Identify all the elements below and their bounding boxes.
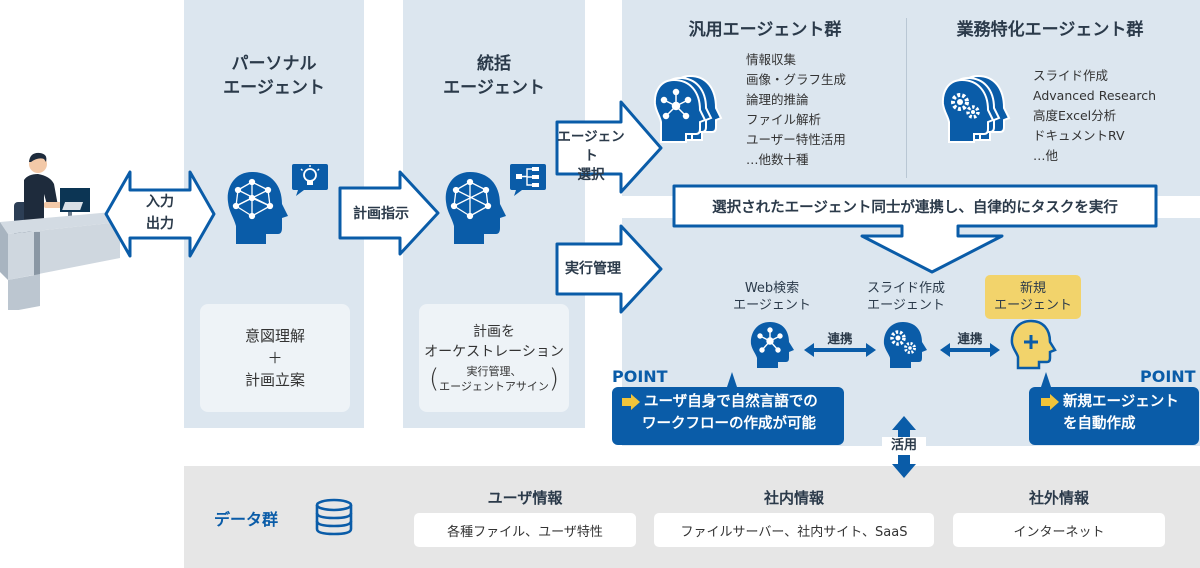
new-agent-line1: 新規 — [1019, 281, 1046, 296]
hierarchy-icon — [510, 164, 546, 196]
arrow-right-icon — [622, 394, 640, 410]
web-agent-line1: Web検索 — [744, 281, 800, 296]
general-item: 情報収集 — [746, 52, 797, 67]
personal-card-line2: ＋ — [267, 349, 283, 367]
gear-head-icon — [883, 322, 927, 368]
general-item: ファイル解析 — [746, 112, 822, 127]
brain-network-icon — [445, 172, 506, 244]
slide-agent-line2: エージェント — [867, 298, 945, 313]
personal-title-line2: エージェント — [223, 78, 325, 98]
brain-stack-icon — [653, 74, 723, 143]
web-agent-line2: エージェント — [733, 298, 811, 313]
use-label: 活用 — [882, 437, 926, 455]
personal-agent-title: パーソナル エージェント — [184, 52, 364, 100]
callout-left-line1: ユーザ自身で自然言語での — [612, 391, 844, 413]
callout-right-pointer — [1040, 372, 1052, 390]
web-agent-label: Web検索 エージェント — [712, 280, 832, 314]
orchestrator-card-sub2: エージェントアサイン — [439, 380, 549, 393]
personal-title-line1: パーソナル — [231, 54, 317, 74]
collab-label-2: 連携 — [957, 331, 983, 346]
banner-down-arrow — [672, 184, 1158, 274]
data-group-title: 社外情報 — [1028, 489, 1089, 507]
callout-left: ユーザ自身で自然言語での ワークフローの作成が可能 — [612, 387, 844, 445]
general-item: 論理的推論 — [746, 92, 809, 107]
orchestrator-card-sub1: 実行管理、 — [466, 365, 522, 378]
agent-select-arrow — [555, 100, 663, 194]
callout-right-text2: を自動作成 — [1063, 416, 1136, 432]
database-icon — [315, 498, 353, 536]
plan-instruction-arrow — [338, 170, 440, 256]
data-group-item: 各種ファイル、ユーザ特性 — [414, 513, 636, 547]
orchestrator-agent-title: 統括 エージェント — [403, 52, 585, 100]
new-agent-label: 新規 エージェント — [973, 280, 1093, 314]
orchestrator-card-line2: オーケストレーション — [424, 344, 564, 360]
gear-brain-stack-icon — [941, 74, 1011, 143]
callout-right: 新規エージェント を自動作成 — [1029, 387, 1199, 445]
io-label-input: 入力 — [146, 194, 174, 210]
slide-agent-line1: スライド作成 — [866, 281, 945, 296]
new-agent-label-box — [985, 275, 1081, 319]
open-paren: ( — [428, 364, 440, 394]
exec-arrow — [555, 224, 663, 314]
slide-agent-label: スライド作成 エージェント — [846, 280, 966, 314]
network-head-icon — [750, 322, 794, 368]
orchestrator-card-line1: 計画を — [473, 324, 515, 340]
close-paren: ) — [548, 364, 560, 394]
io-double-arrow — [104, 170, 216, 258]
specialized-item: 高度Excel分析 — [1033, 108, 1117, 123]
callout-right-text1: 新規エージェント — [1063, 394, 1179, 410]
data-group-title: 社内情報 — [763, 489, 824, 507]
agent-groups-panel — [622, 0, 1200, 196]
agent-groups-divider — [906, 18, 907, 178]
specialized-item: …他 — [1033, 148, 1059, 163]
specialized-agents-title: 業務特化エージェント群 — [956, 20, 1144, 40]
agent-select-line1: エージェント — [557, 129, 625, 164]
exec-label: 実行管理 — [565, 261, 621, 277]
user-at-desk-icon — [0, 152, 120, 310]
collab-arrow-2 — [940, 343, 1000, 357]
specialized-item: ドキュメントRV — [1033, 128, 1125, 143]
collab-label-1: 連携 — [827, 331, 853, 346]
new-agent-line2: エージェント — [994, 298, 1072, 313]
brain-network-icon — [227, 172, 288, 244]
agent-select-label: エージェント 選択 — [556, 128, 626, 185]
orchestrator-title-line2: エージェント — [443, 78, 545, 98]
specialized-item: スライド作成 — [1033, 68, 1109, 83]
io-label: 入力 出力 — [138, 191, 182, 235]
data-group-item: インターネット — [953, 513, 1165, 547]
general-agents-title: 汎用エージェント群 — [688, 20, 842, 40]
personal-agent-card: 意図理解 ＋ 計画立案 — [200, 304, 350, 412]
point-right-label: POINT — [1140, 367, 1196, 386]
io-label-output: 出力 — [146, 216, 174, 232]
specialized-agents-list: スライド作成 Advanced Research 高度Excel分析 ドキュメン… — [1033, 66, 1156, 166]
plan-instruction-label: 計画指示 — [353, 206, 409, 222]
collab-arrow-1 — [804, 343, 876, 357]
personal-card-line1: 意図理解 — [244, 327, 305, 345]
orchestrator-card-sub: ( 実行管理、 エージェントアサイン ) — [429, 364, 559, 394]
plus-head-icon — [1010, 319, 1057, 370]
general-item: …他数十種 — [746, 152, 809, 167]
personal-card-line3: 計画立案 — [244, 371, 305, 389]
orchestrator-agent-card: 計画を オーケストレーション ( 実行管理、 エージェントアサイン ) — [419, 304, 569, 412]
callout-left-pointer — [726, 372, 738, 390]
general-item: 画像・グラフ生成 — [746, 72, 847, 87]
agent-select-line2: 選択 — [577, 167, 605, 183]
general-item: ユーザー特性活用 — [746, 132, 846, 147]
lightbulb-icon — [292, 164, 328, 196]
orchestrator-card-sub-text: 実行管理、 エージェントアサイン — [439, 364, 549, 394]
orchestrator-title-line1: 統括 — [477, 54, 511, 74]
data-group-title: ユーザ情報 — [487, 489, 563, 507]
general-agents-list: 情報収集 画像・グラフ生成 論理的推論 ファイル解析 ユーザー特性活用 …他数十… — [746, 50, 846, 170]
data-group-item: ファイルサーバー、社内サイト、SaaS — [654, 513, 934, 547]
specialized-item: Advanced Research — [1033, 88, 1157, 103]
collaboration-banner: 選択されたエージェント同士が連携し、自律的にタスクを実行 — [712, 200, 1118, 216]
data-title: データ群 — [214, 510, 279, 529]
callout-right-line1: 新規エージェント — [1029, 391, 1199, 413]
arrow-right-icon — [1041, 394, 1059, 410]
callout-left-text2: ワークフローの作成が可能 — [642, 416, 816, 432]
point-left-label: POINT — [612, 367, 668, 386]
callout-left-text1: ユーザ自身で自然言語での — [644, 394, 818, 410]
